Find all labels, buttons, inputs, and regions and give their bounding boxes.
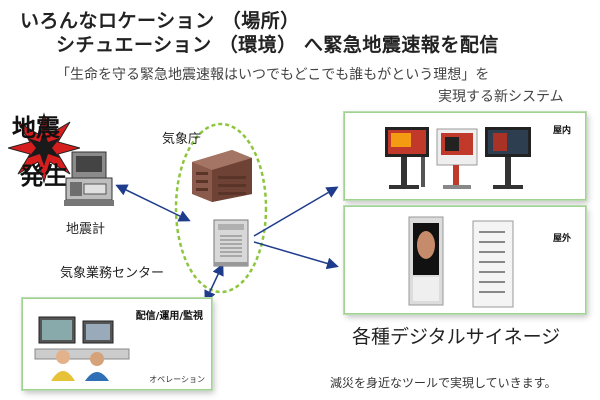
outdoor-label: 屋外 (552, 234, 571, 244)
subtitle-line-1: 「生命を守る緊急地震速報はいつでもどこでも誰もがという理想」を (56, 67, 490, 83)
signage-label: 各種デジタルサイネージ (352, 326, 561, 348)
footer-text: 減災を身近なツールで実現していきます。 (330, 376, 557, 390)
indoor-box: 屋内 (344, 112, 586, 200)
quake-burst-icon (8, 112, 80, 184)
title-line-2: シチュエーション （環境） へ緊急地震速報を配信 (56, 34, 499, 56)
arrow-jma-indoor (253, 186, 339, 237)
operation-box: 配信/運用/監視 オペレーション (22, 298, 212, 390)
indoor-signage-icon (385, 127, 531, 189)
jma-building-icon (192, 150, 252, 202)
subtitle-line-2: 実現する新システム (438, 89, 564, 105)
arrow-jma-operation (204, 263, 224, 303)
jma-label: 気象庁 (162, 132, 202, 147)
arrow-jma-outdoor (253, 241, 339, 270)
title-line-1: いろんなロケーション （場所） (20, 10, 300, 32)
jma-server-icon (213, 219, 249, 267)
arrow-seismometer-jma (115, 184, 191, 222)
indoor-label: 屋内 (552, 126, 571, 136)
operation-label: 配信/運用/監視 (135, 311, 203, 322)
quake-label-line-1: 地震 (12, 114, 60, 142)
operation-people-icon (34, 316, 130, 381)
seismometer-label: 地震計 (66, 222, 106, 237)
operation-caption: オペレーション (149, 375, 205, 384)
outdoor-signage-icon (408, 216, 514, 308)
quake-label-line-2: 発生 (20, 162, 68, 190)
seismometer-icon (64, 151, 114, 206)
outdoor-box: 屋外 (344, 206, 586, 314)
jma-center-label: 気象業務センター (60, 266, 165, 281)
